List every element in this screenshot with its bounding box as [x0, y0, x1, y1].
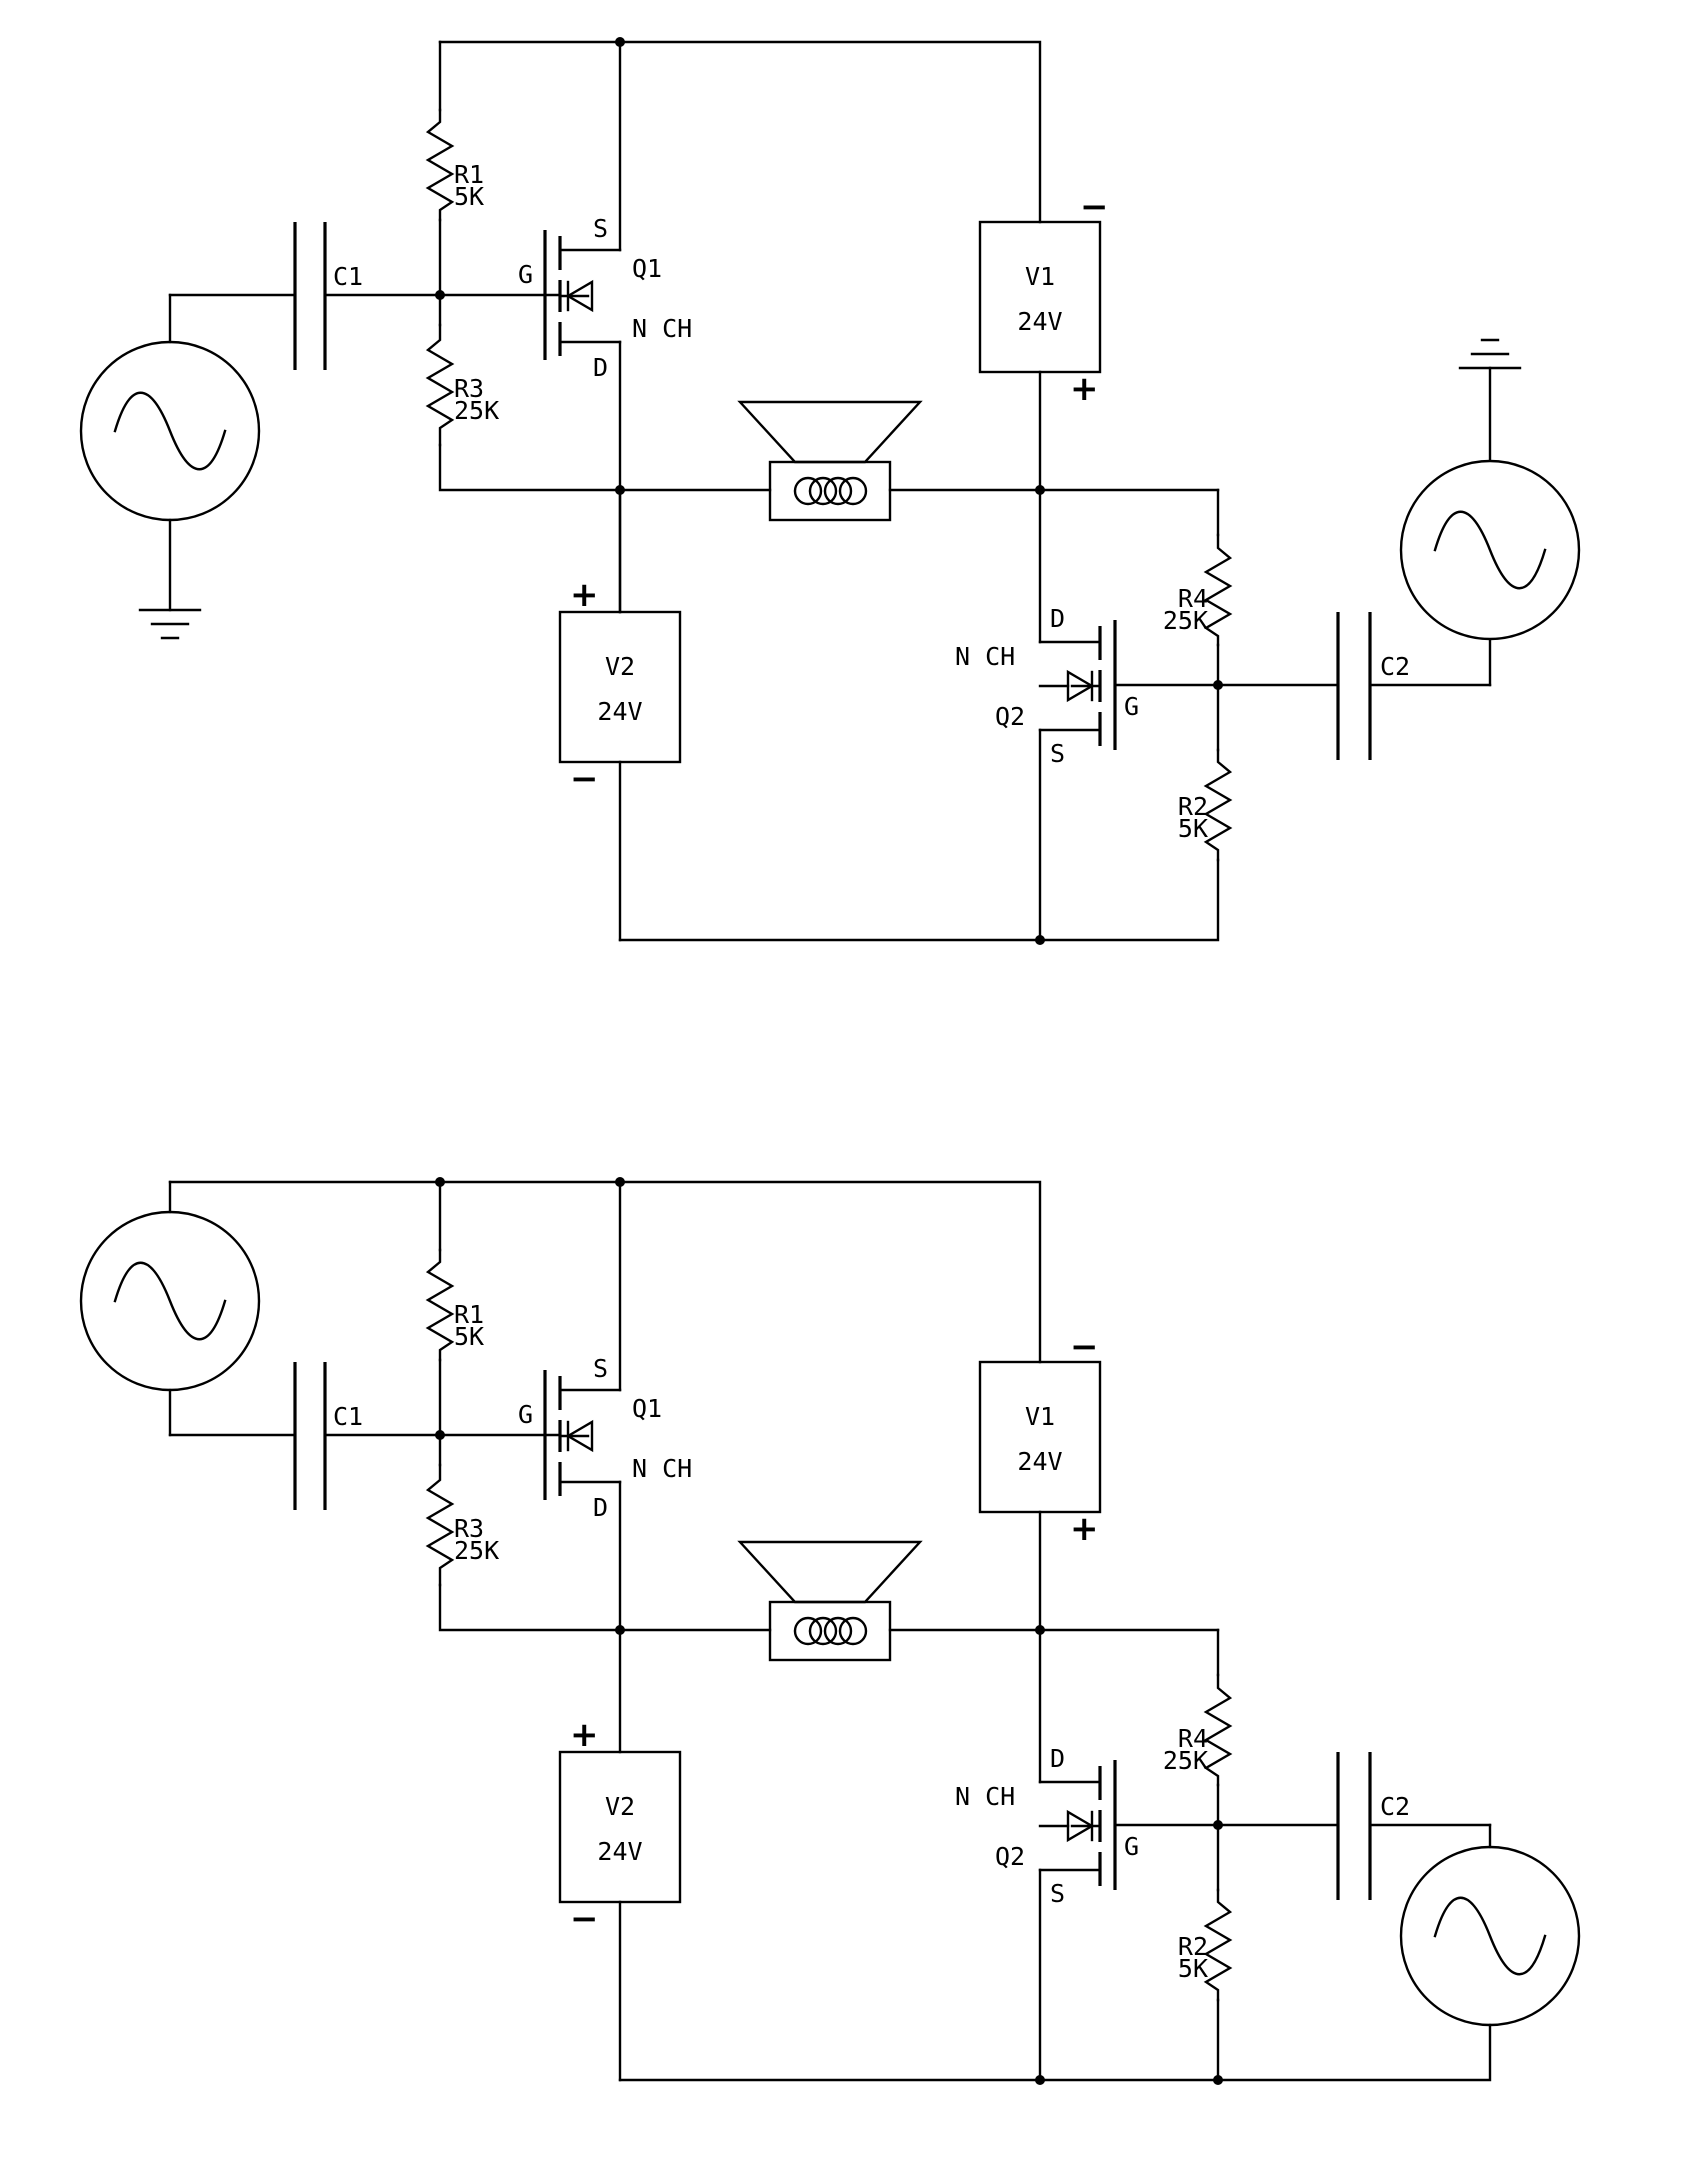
mosfet-q2-name: Q2 [995, 702, 1025, 731]
resistor-r1-value: 5K [454, 182, 484, 211]
junction-dots-top [435, 37, 1223, 945]
resistor-r2-name: R2 [1178, 1932, 1208, 1961]
mosfet-q1-source: S [593, 214, 608, 243]
resistor-r3: R3 25K [425, 323, 499, 447]
mosfet-q1-type: N CH [632, 1454, 692, 1483]
voltage-source-v2-top-sign: + [570, 1715, 599, 1755]
resistor-r3-name: R3 [454, 374, 484, 403]
resistor-r4-value: 25K [1163, 606, 1208, 635]
capacitor-c1: C1 [293, 222, 363, 370]
resistor-r2: R2 5K [1178, 748, 1233, 862]
mosfet-q2-drain: D [1050, 604, 1065, 633]
voltage-source-v2-bottom-sign: − [570, 1899, 599, 1939]
voltage-source-v1: V1 24V − + [978, 187, 1109, 409]
voltage-source-v2-bottom-sign: − [570, 759, 599, 799]
resistor-r4-name: R4 [1178, 584, 1208, 613]
mosfet-q1-gate: G [518, 1400, 533, 1429]
mosfet-q2: D G S Q2 N CH [955, 1744, 1139, 1908]
resistor-r2: R2 5K [1178, 1888, 1233, 2002]
voltage-source-v1-name: V1 [1025, 262, 1055, 291]
voltage-source-v1: V1 24V − + [978, 1327, 1102, 1549]
voltage-source-v2-top-sign: + [570, 575, 599, 615]
voltage-source-v2-name: V2 [605, 652, 635, 681]
capacitor-c2: C2 [1336, 612, 1410, 760]
mosfet-q2-drain: D [1050, 1744, 1065, 1773]
resistor-r1-name: R1 [454, 1300, 484, 1329]
ground-icon [138, 608, 202, 640]
mosfet-q1: S G D Q1 N CH [518, 1354, 692, 1522]
circuit-top: R1 5K R3 25K C1 [79, 37, 1581, 945]
speaker-icon [737, 400, 923, 522]
wires-bottom [168, 1180, 1492, 2082]
mosfet-q2-type: N CH [955, 1782, 1015, 1811]
resistor-r3-name: R3 [454, 1514, 484, 1543]
mosfet-q2-gate: G [1124, 1832, 1139, 1861]
ac-source-left [79, 340, 261, 522]
resistor-r3: R3 25K [425, 1463, 499, 1587]
resistor-r3-value: 25K [454, 1536, 499, 1565]
ac-source-right [1399, 1845, 1581, 2027]
mosfet-q1-name: Q1 [632, 1394, 662, 1423]
mosfet-q2-name: Q2 [995, 1842, 1025, 1871]
mosfet-q1-drain: D [593, 353, 608, 382]
resistor-r1: R1 5K [425, 1248, 484, 1362]
resistor-r2-value: 5K [1178, 814, 1208, 843]
voltage-source-v1-value: 24V [1017, 1447, 1062, 1476]
capacitor-c2-label: C2 [1380, 1792, 1410, 1821]
voltage-source-v1-bottom-sign: + [1070, 369, 1099, 409]
voltage-source-v2: V2 24V + − [558, 488, 682, 799]
mosfet-q1-source: S [593, 1354, 608, 1383]
resistor-r4-name: R4 [1178, 1724, 1208, 1753]
voltage-source-v1-top-sign: − [1080, 187, 1109, 227]
voltage-source-v1-bottom-sign: + [1070, 1509, 1099, 1549]
capacitor-c1-label: C1 [333, 262, 363, 291]
resistor-r4: R4 25K [1163, 533, 1233, 647]
mosfet-q1-name: Q1 [632, 254, 662, 283]
voltage-source-v1-name: V1 [1025, 1402, 1055, 1431]
resistor-r3-value: 25K [454, 396, 499, 425]
ground-icon [1458, 338, 1522, 370]
voltage-source-v2: V2 24V + − [558, 1715, 682, 1939]
capacitor-c2: C2 [1336, 1752, 1410, 1900]
mosfet-q1-drain: D [593, 1493, 608, 1522]
resistor-r4-value: 25K [1163, 1746, 1208, 1775]
voltage-source-v1-value: 24V [1017, 307, 1062, 336]
voltage-source-v2-value: 24V [597, 697, 642, 726]
voltage-source-v2-value: 24V [597, 1837, 642, 1866]
mosfet-q2-source: S [1050, 1879, 1065, 1908]
resistor-r1-name: R1 [454, 160, 484, 189]
ac-source-left [79, 1210, 261, 1392]
wires-top [168, 40, 1492, 942]
voltage-source-v1-top-sign: − [1070, 1327, 1099, 1367]
capacitor-c1: C1 [293, 1362, 363, 1510]
mosfet-q2-gate: G [1124, 692, 1139, 721]
junction-dots-bottom [435, 1177, 1223, 2085]
ac-source-right [1399, 459, 1581, 641]
resistor-r4: R4 25K [1163, 1673, 1233, 1787]
mosfet-q1-type: N CH [632, 314, 692, 343]
resistor-r2-value: 5K [1178, 1954, 1208, 1983]
resistor-r1-value: 5K [454, 1322, 484, 1351]
capacitor-c2-label: C2 [1380, 652, 1410, 681]
resistor-r2-name: R2 [1178, 792, 1208, 821]
mosfet-q1: S G D Q1 N CH [518, 214, 692, 382]
mosfet-q2-type: N CH [955, 642, 1015, 671]
capacitor-c1-label: C1 [333, 1402, 363, 1431]
circuit-bottom: R1 5K R3 25K C1 S G D Q1 [79, 1177, 1581, 2085]
resistor-r1: R1 5K [425, 108, 484, 222]
mosfet-q2: D G S Q2 N CH [955, 604, 1139, 768]
mosfet-q2-source: S [1050, 739, 1065, 768]
mosfet-q1-gate: G [518, 260, 533, 289]
speaker-icon [737, 1540, 923, 1662]
voltage-source-v2-name: V2 [605, 1792, 635, 1821]
